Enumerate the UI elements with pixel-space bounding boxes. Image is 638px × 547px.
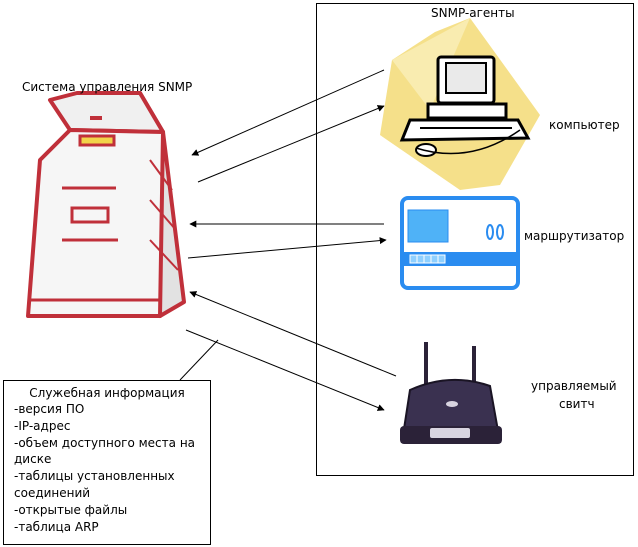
- switch-label-line2: свитч: [559, 397, 595, 411]
- list-item: -объем доступного места на диске: [14, 435, 196, 467]
- list-item: -IP-адрес: [14, 418, 71, 433]
- info-callout-line: [179, 339, 219, 381]
- router-icon: [400, 196, 520, 290]
- arrow-manager-to-switch: [185, 329, 385, 411]
- computer-label: компьютер: [549, 118, 620, 132]
- service-info-box: Служебная информация -версия ПО -IP-адре…: [3, 380, 211, 545]
- arrow-computer-to-manager: [191, 69, 385, 156]
- list-item: -версия ПО: [14, 402, 85, 416]
- switch-label-line1: управляемый: [531, 379, 617, 393]
- manager-label: Система управления SNMP: [22, 80, 193, 94]
- arrow-switch-to-manager: [189, 291, 397, 377]
- list-item: -таблицы установленных соединений: [14, 469, 175, 500]
- list-item: -таблица ARP: [14, 519, 99, 534]
- arrow-manager-to-router: [187, 237, 387, 259]
- agents-title: SNMP-агенты: [431, 6, 515, 20]
- arrow-manager-to-computer: [197, 105, 385, 183]
- service-info-title: Служебная информация: [29, 386, 185, 400]
- computer-icon: [380, 18, 540, 190]
- snmp-agents-container: [316, 3, 634, 476]
- snmp-server-icon: [26, 91, 186, 318]
- router-label: маршрутизатор: [524, 229, 625, 243]
- switch-icon: [400, 342, 502, 444]
- service-info-list: -версия ПО -IP-адрес -объем доступного м…: [14, 401, 204, 535]
- list-item: -открытые файлы: [14, 502, 128, 517]
